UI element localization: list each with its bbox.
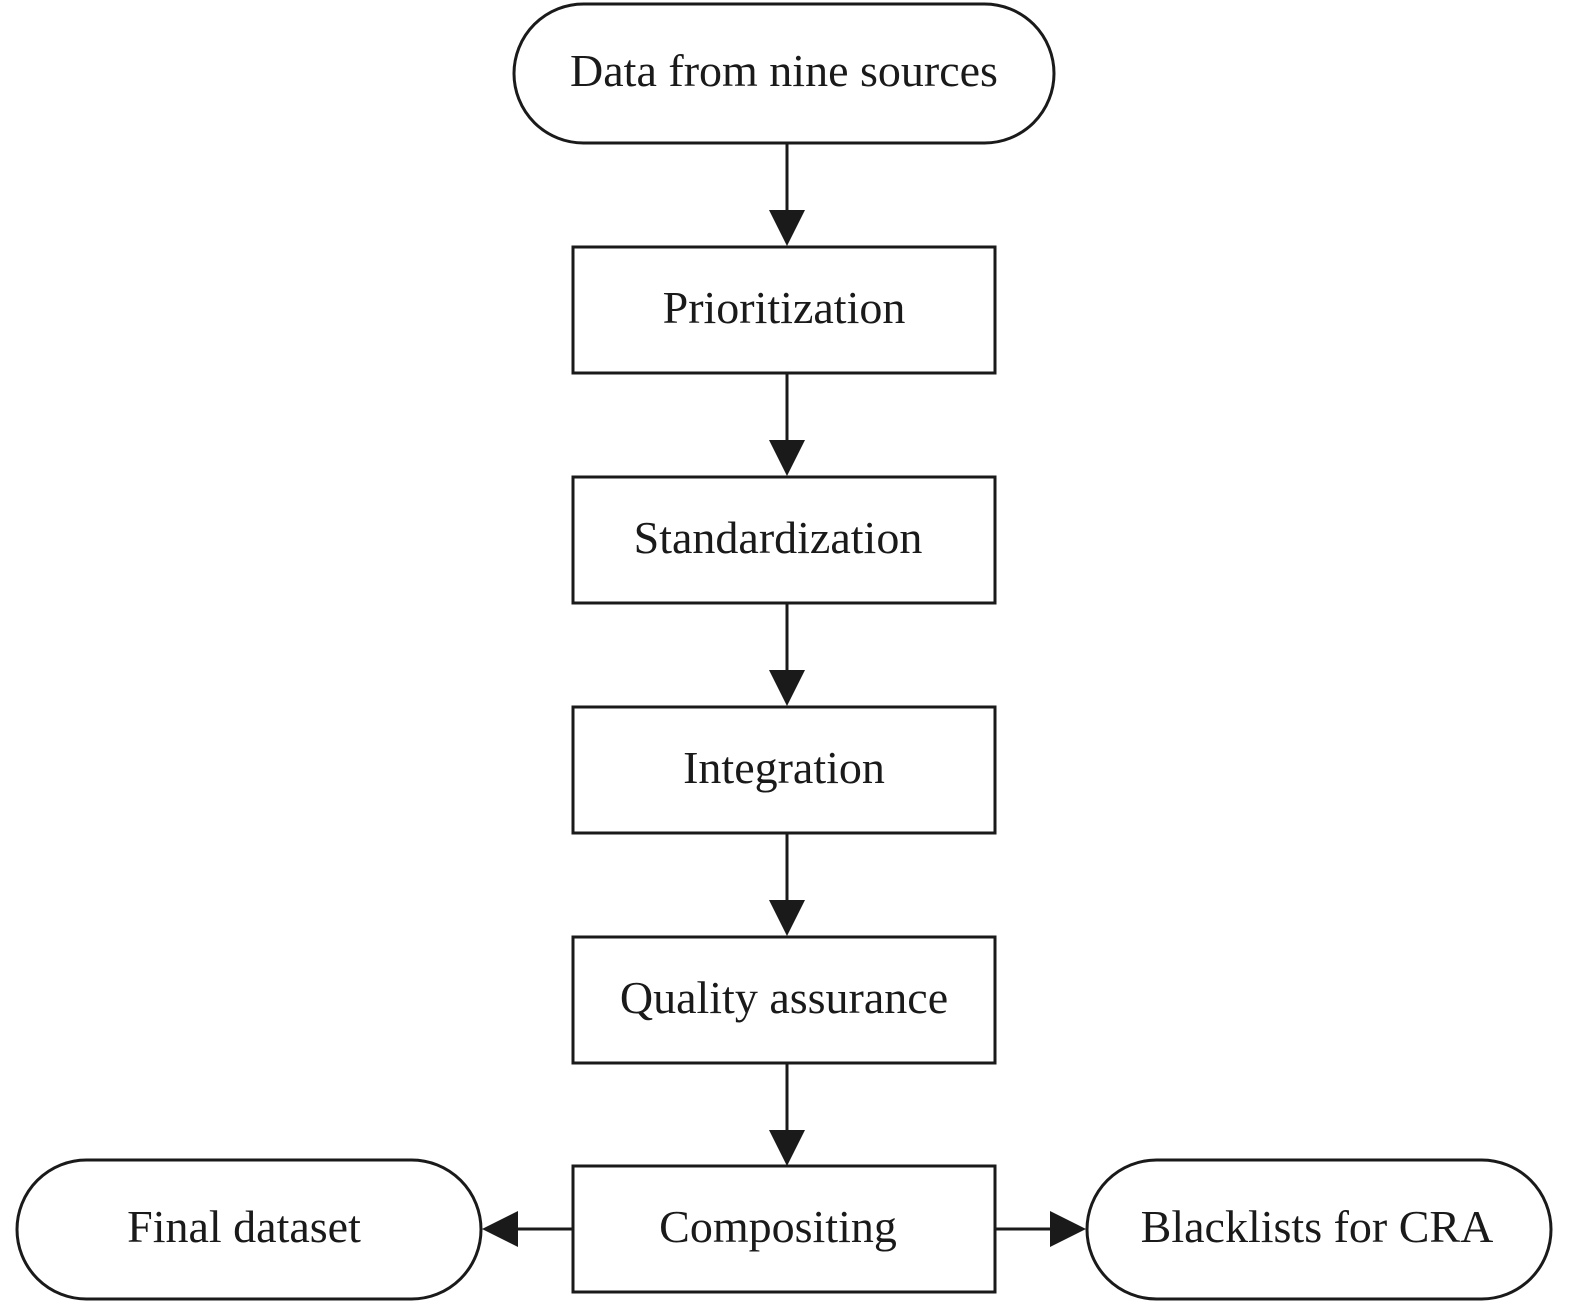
node-label: Prioritization	[663, 282, 906, 333]
edges	[482, 143, 1086, 1247]
edge-prioritization-to-standardization	[769, 373, 805, 476]
node-label: Final dataset	[127, 1201, 361, 1252]
terminal-shape	[512, 2, 1056, 145]
node-prioritization: Prioritization	[571, 245, 997, 375]
process-shape	[571, 935, 997, 1065]
node-label: Integration	[683, 742, 885, 793]
node-label: Compositing	[659, 1201, 897, 1252]
edge-integration-to-quality-assurance	[769, 833, 805, 936]
process-shape	[571, 245, 997, 375]
node-label: Standardization	[634, 512, 923, 563]
process-shape	[571, 475, 997, 605]
node-quality-assurance: Quality assurance	[571, 935, 997, 1065]
node-data-sources: Data from nine sources	[512, 2, 1056, 145]
edge-quality-assurance-to-compositing	[769, 1063, 805, 1166]
node-integration: Integration	[571, 705, 997, 835]
edge-compositing-to-blacklists	[995, 1211, 1086, 1247]
terminal-shape	[15, 1158, 483, 1301]
node-blacklists: Blacklists for CRA	[1085, 1158, 1553, 1301]
node-label: Quality assurance	[620, 972, 948, 1023]
edge-standardization-to-integration	[769, 603, 805, 706]
process-shape	[571, 1164, 997, 1294]
terminal-shape	[1085, 1158, 1553, 1301]
node-label: Data from nine sources	[570, 45, 998, 96]
process-shape	[571, 705, 997, 835]
node-standardization: Standardization	[571, 475, 997, 605]
node-label: Blacklists for CRA	[1141, 1201, 1494, 1252]
edge-compositing-to-final-dataset	[482, 1211, 573, 1247]
edge-data-sources-to-prioritization	[769, 143, 805, 246]
node-final-dataset: Final dataset	[15, 1158, 483, 1301]
node-compositing: Compositing	[571, 1164, 997, 1294]
